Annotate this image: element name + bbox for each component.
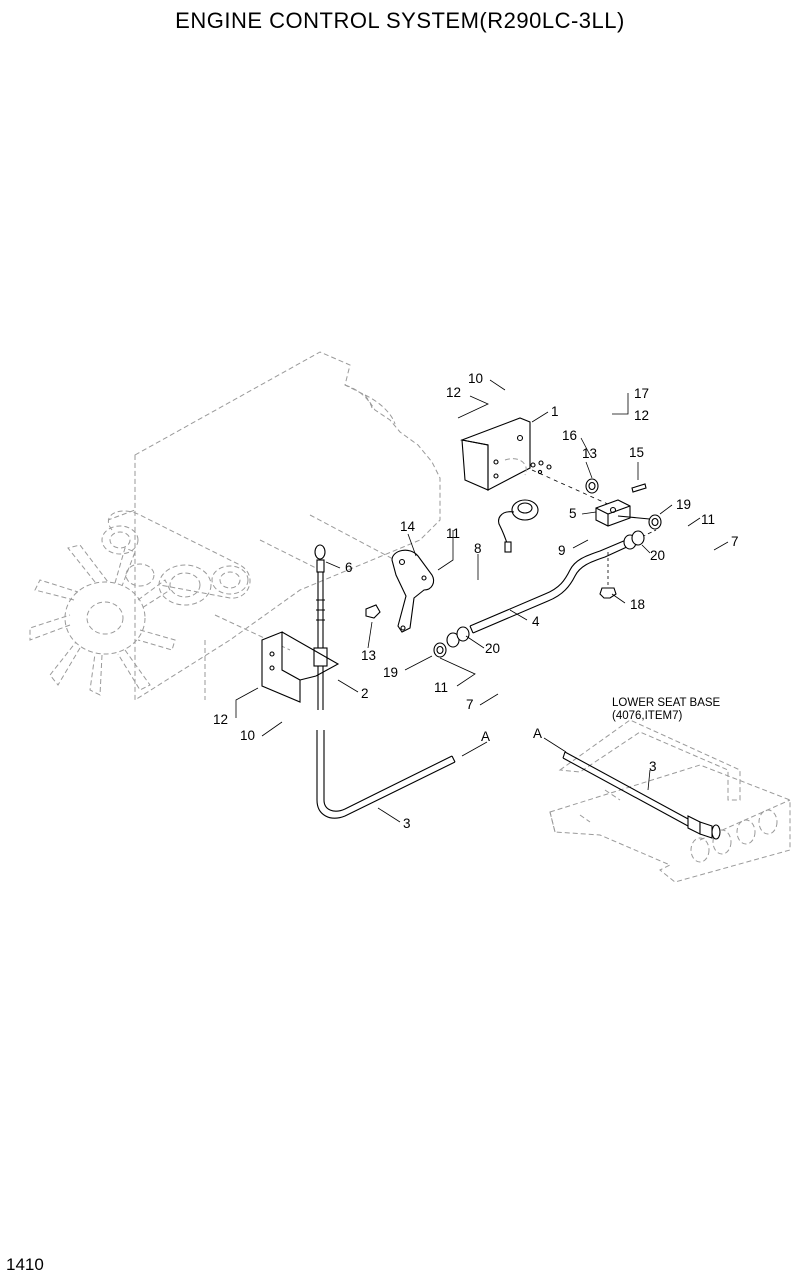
page-number: 1410: [6, 1255, 44, 1274]
callout-10: 10: [240, 728, 255, 743]
callout-20: 20: [485, 641, 500, 656]
small-hardware: [530, 460, 611, 506]
pin-15: [631, 483, 647, 493]
cable-3-right: [562, 751, 721, 840]
callout-labels: 10 12 1 17 12 16 13 15 5 19 11 7 9 20 8 …: [213, 371, 739, 831]
callout-9: 9: [558, 543, 566, 558]
callout-11: 11: [446, 526, 460, 541]
callout-6: 6: [345, 560, 353, 575]
callout-11: 11: [434, 680, 448, 695]
callout-3: 3: [403, 816, 411, 831]
lower-seat-base: [549, 719, 791, 883]
page-title: ENGINE CONTROL SYSTEM(R290LC-3LL): [175, 8, 625, 33]
cable-3-left: [316, 730, 456, 819]
callout-3: 3: [649, 759, 657, 774]
lever-14: [391, 549, 435, 633]
callout-1: 1: [551, 404, 559, 419]
callout-19: 19: [383, 665, 398, 680]
bracket-1: [459, 417, 531, 491]
belt-pulleys: [101, 510, 251, 606]
sensor-8: [497, 499, 539, 553]
callout-17: 17: [634, 386, 649, 401]
callout-15: 15: [629, 445, 644, 460]
callout-7: 7: [731, 534, 739, 549]
callout-7: 7: [466, 697, 474, 712]
callout-8: 8: [474, 541, 482, 556]
callout-12: 12: [634, 408, 649, 423]
callout-20: 20: [650, 548, 665, 563]
rod-end-right: [599, 514, 662, 599]
rod-end-left: [365, 604, 470, 658]
callout-11: 11: [701, 512, 715, 527]
callout-5: 5: [569, 506, 577, 521]
leader-lines: [235, 379, 729, 823]
callout-a: A: [533, 726, 542, 741]
callout-4: 4: [532, 614, 540, 629]
seat-base-note-line1: LOWER SEAT BASE: [612, 697, 721, 709]
bracket-2: [261, 631, 340, 703]
block-5: [595, 499, 661, 527]
seat-base-note-line2: (4076,ITEM7): [612, 710, 682, 722]
rod-6: [313, 544, 328, 710]
callout-13: 13: [361, 648, 376, 663]
callout-19: 19: [676, 497, 691, 512]
callout-a: A: [481, 729, 490, 744]
engine-outline: [107, 351, 441, 701]
callout-10: 10: [468, 371, 483, 386]
callout-14: 14: [400, 519, 416, 534]
callout-12: 12: [213, 712, 228, 727]
fan-outline: [29, 544, 176, 696]
callout-16: 16: [562, 428, 577, 443]
callout-13: 13: [582, 446, 597, 461]
callout-18: 18: [630, 597, 645, 612]
callout-12: 12: [446, 385, 461, 400]
callout-2: 2: [361, 686, 369, 701]
